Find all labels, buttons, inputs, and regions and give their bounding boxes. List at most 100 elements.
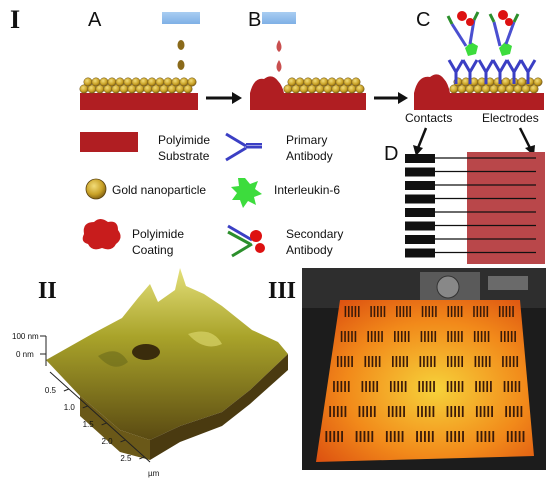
electrodes-label: Electrodes	[482, 111, 539, 125]
afm-side-right	[150, 354, 288, 460]
electrode-coating-area	[467, 152, 545, 264]
electrode-patch	[392, 356, 408, 367]
complex-2	[488, 10, 520, 56]
coating-c	[414, 74, 450, 93]
gold-nanoparticle	[155, 77, 165, 87]
electrode-patch	[500, 331, 516, 342]
electrode-patch	[361, 381, 379, 392]
electrode-patch	[417, 406, 435, 417]
gold-nanoparticle	[163, 77, 173, 87]
substrate-b	[250, 93, 366, 110]
electrode-patch	[476, 431, 495, 442]
afm-tick-label: 2.0	[101, 437, 113, 446]
gold-nanoparticle	[91, 77, 101, 87]
afm-surface: 100 nm 0 nm 0.51.01.52.02.5 µm	[12, 268, 288, 478]
electrode-patch	[389, 381, 407, 392]
electrode-patch	[446, 381, 464, 392]
gold-nanoparticle	[501, 77, 511, 87]
electrode-patch	[474, 356, 491, 367]
electrode-patch	[416, 431, 434, 442]
electrode-patch	[387, 406, 405, 417]
contact-pad	[405, 221, 435, 231]
droplet-b2	[276, 60, 282, 72]
electrode-patch	[364, 356, 381, 367]
electrode-patch	[447, 356, 464, 367]
electrode-patch	[396, 306, 411, 317]
electrode-patch	[505, 406, 523, 417]
gold-nanoparticle	[303, 77, 313, 87]
electrode-patch	[394, 331, 410, 342]
photo-orange-sheet	[316, 300, 534, 462]
electrode-patch	[446, 431, 464, 442]
step-label-b: B	[248, 9, 261, 31]
step-b-illustration	[250, 12, 366, 110]
legend-il6-swatch	[231, 178, 262, 208]
dispenser-nozzle-a	[162, 12, 200, 24]
electrode-patch	[344, 306, 360, 317]
gold-nanoparticle	[343, 77, 353, 87]
primary-antibody	[519, 59, 537, 84]
contacts-arrow	[416, 127, 428, 149]
gold-nanoparticle	[311, 77, 321, 87]
step-c-illustration	[414, 10, 544, 110]
gold-nanoparticle	[295, 77, 305, 87]
gold-nanoparticle	[179, 77, 189, 87]
gold-nanoparticle	[83, 77, 93, 87]
electrode-patch	[336, 356, 353, 367]
contact-pad	[405, 154, 435, 163]
legend-coating-line2: Coating	[132, 243, 173, 257]
gold-nanoparticle	[139, 77, 149, 87]
panel-label-ii: II	[38, 278, 57, 304]
afm-axis-unit: µm	[148, 469, 160, 478]
gold-nanoparticle	[351, 77, 361, 87]
electrode-patch	[421, 306, 437, 317]
electrode-patch	[418, 381, 435, 392]
photo-electrode-sheet	[302, 268, 546, 470]
contact-pad	[405, 235, 435, 244]
step-label-a: A	[88, 9, 102, 31]
primary-antibody	[477, 59, 495, 84]
antibodies-c	[447, 59, 537, 84]
panel-label-iii: III	[268, 278, 296, 304]
afm-side-left	[80, 396, 150, 460]
complex-1	[446, 11, 480, 56]
afm-z-top: 100 nm	[12, 332, 39, 341]
gold-nanoparticle	[147, 77, 157, 87]
legend-substrate-line1: Polyimide	[158, 133, 210, 147]
gold-layer-b	[283, 77, 365, 94]
gold-nanoparticle	[517, 77, 527, 87]
gold-nanoparticle	[355, 84, 365, 94]
electrode-patch	[447, 331, 463, 342]
gold-nanoparticle	[335, 77, 345, 87]
afm-tick-label: 1.5	[83, 420, 95, 429]
afm-ticks: 0.51.01.52.02.5	[45, 386, 145, 463]
electrode-patch	[340, 331, 357, 342]
gold-nanoparticle	[319, 77, 329, 87]
primary-antibody	[491, 59, 509, 84]
electrode-patch	[475, 406, 493, 417]
step-label-c: C	[416, 9, 430, 31]
gold-nanoparticle	[327, 77, 337, 87]
electrode-patch	[355, 431, 374, 442]
electrode-patch	[475, 381, 492, 392]
droplet-a1	[177, 40, 185, 50]
substrate-a	[80, 93, 198, 110]
legend-primary-swatch	[225, 132, 262, 162]
coating-b	[250, 76, 284, 93]
electrode-patch	[333, 381, 350, 392]
electrode-patch	[385, 431, 404, 442]
electrodes-arrow	[518, 127, 532, 149]
electrode-patch	[358, 406, 376, 417]
legend: Polyimide Substrate Gold nanoparticle Po…	[80, 132, 343, 258]
electrode-patch	[325, 431, 343, 442]
step-a-illustration	[79, 12, 200, 110]
substrate-c	[414, 93, 544, 110]
electrode-patch	[502, 356, 519, 367]
electrode-patch	[506, 431, 525, 442]
gold-nanoparticle	[115, 77, 125, 87]
legend-secondary-line2: Antibody	[286, 243, 333, 257]
gold-nanoparticle	[99, 77, 109, 87]
contact-pad	[405, 208, 435, 217]
